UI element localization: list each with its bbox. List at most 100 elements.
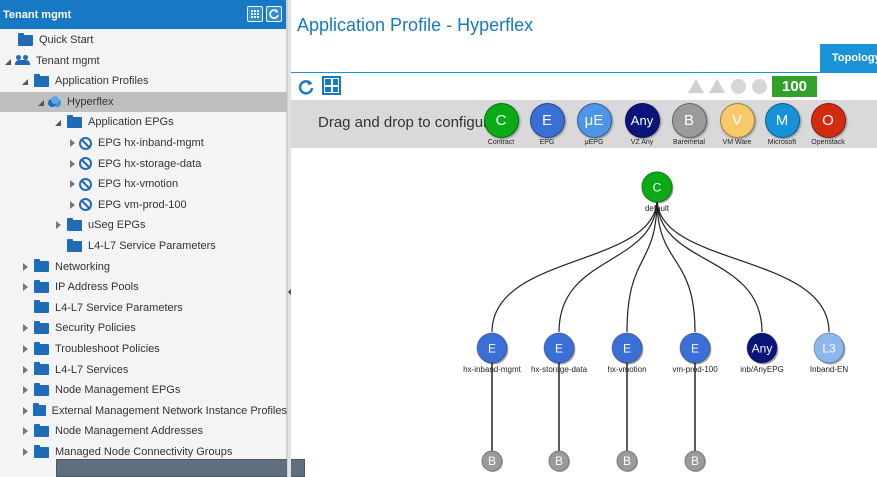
tree-item-ip-address-pools[interactable]: IP Address Pools — [0, 277, 287, 297]
tree-item-label: Networking — [55, 260, 111, 273]
tree-item-epg-hx-inband-mgmt[interactable]: EPG hx-inband-mgmt — [0, 133, 287, 153]
tree-item-security-policies[interactable]: Security Policies — [0, 318, 287, 338]
tree-item-epg-hx-vmotion[interactable]: EPG hx-vmotion — [0, 174, 287, 194]
tree-item-label: Managed Node Connectivity Groups — [55, 446, 233, 458]
collapsed-arrow-icon[interactable] — [20, 365, 30, 375]
sidebar-refresh-button[interactable] — [266, 6, 282, 22]
collapsed-arrow-icon[interactable] — [20, 426, 30, 436]
tree-item-hyperflex[interactable]: Hyperflex — [0, 91, 287, 112]
sidebar-options-button[interactable] — [247, 6, 263, 22]
baremetal-circle — [684, 450, 706, 472]
collapsed-arrow-icon[interactable] — [67, 200, 77, 210]
collapsed-arrow-icon[interactable] — [67, 159, 77, 169]
collapsed-arrow-icon[interactable] — [53, 220, 63, 230]
critical-fault-icon[interactable] — [688, 79, 704, 93]
tree-item-networking[interactable]: Networking — [0, 257, 287, 277]
refresh-button[interactable] — [297, 78, 315, 96]
tree-item-l4-l7-service-parameters[interactable]: L4-L7 Service Parameters — [0, 236, 287, 256]
tree-item-label: IP Address Pools — [55, 281, 139, 294]
folder-icon — [34, 423, 49, 437]
baremetal-letter: B — [623, 454, 631, 468]
tree-item-troubleshoot-policies[interactable]: Troubleshoot Policies — [0, 339, 287, 359]
collapsed-arrow-icon[interactable] — [20, 385, 30, 395]
baremetal-letter: B — [691, 454, 699, 468]
tree-item-tenant-mgmt[interactable]: Tenant mgmt — [0, 51, 287, 71]
epg-node-hx-inband-mgmt[interactable]: Ehx-inband-mgmt — [463, 332, 522, 374]
tree-item-epg-hx-storage-data[interactable]: EPG hx-storage-data — [0, 154, 287, 174]
folder-icon — [34, 259, 49, 273]
epg-letter: Any — [752, 342, 773, 356]
palette-label: Baremetal — [673, 139, 705, 146]
tree-item-external-management-network-instance-profiles[interactable]: External Management Network Instance Pro… — [0, 401, 287, 421]
palette-icon: V — [719, 103, 755, 138]
baremetal-node-vm-prod-100[interactable]: B — [684, 450, 706, 472]
collapsed-arrow-icon[interactable] — [67, 179, 77, 189]
folder-icon — [34, 382, 49, 396]
tree-item-application-epgs[interactable]: Application EPGs — [0, 112, 287, 132]
expanded-arrow-icon[interactable] — [36, 97, 46, 107]
collapsed-arrow-icon[interactable] — [20, 262, 30, 272]
tree-item-l4-l7-services[interactable]: L4-L7 Services — [0, 360, 287, 380]
expanded-arrow-icon[interactable] — [53, 117, 63, 127]
palette-label: Microsoft — [767, 139, 797, 146]
expanded-arrow-icon[interactable] — [20, 76, 30, 86]
tree-item-l4-l7-service-parameters[interactable]: L4-L7 Service Parameters — [0, 298, 287, 318]
epg-icon — [79, 177, 92, 191]
epg-node-hx-vmotion[interactable]: Ehx-vmotion — [607, 332, 647, 374]
sidebar-title: Tenant mgmt — [3, 8, 72, 21]
epg-label: hx-storage-data — [531, 365, 588, 374]
folder-icon — [67, 238, 82, 252]
collapsed-arrow-icon[interactable] — [20, 406, 29, 416]
baremetal-circle — [548, 450, 570, 472]
collapsed-arrow-icon[interactable] — [20, 323, 30, 333]
collapsed-arrow-icon[interactable] — [67, 138, 77, 148]
tenant-icon — [15, 55, 31, 66]
baremetal-node-hx-storage-data[interactable]: B — [548, 450, 570, 472]
tree-item-application-profiles[interactable]: Application Profiles — [0, 71, 287, 91]
folder-icon — [67, 217, 82, 231]
warning-fault-icon[interactable] — [752, 79, 767, 94]
tree-item-quick-start[interactable]: Quick Start — [0, 30, 287, 50]
tree-item-managed-node-connectivity-groups[interactable]: Managed Node Connectivity Groups — [0, 442, 287, 462]
app-profile-icon — [48, 95, 62, 108]
tree-item-label: EPG hx-storage-data — [98, 157, 202, 170]
minor-fault-icon[interactable] — [731, 79, 746, 94]
layout-button[interactable] — [322, 76, 341, 95]
bottom-panel-tab[interactable] — [56, 459, 305, 477]
epg-label: Inband-EN — [810, 365, 848, 374]
sidebar-splitter[interactable] — [287, 0, 291, 477]
expanded-arrow-icon[interactable] — [3, 56, 13, 66]
epg-letter: L3 — [822, 342, 836, 356]
epg-letter: E — [555, 342, 563, 356]
collapse-arrow-icon[interactable] — [288, 289, 291, 295]
palette-label: Openstack — [811, 139, 845, 146]
tab-topology[interactable]: Topology — [820, 44, 877, 72]
collapsed-arrow-icon[interactable] — [20, 447, 30, 457]
tree-item-node-management-addresses[interactable]: Node Management Addresses — [0, 421, 287, 441]
collapsed-arrow-icon[interactable] — [20, 282, 30, 292]
tree-item-epg-vm-prod-100[interactable]: EPG vm-prod-100 — [0, 195, 287, 215]
epg-label: hx-vmotion — [607, 365, 646, 374]
tree-item-node-management-epgs[interactable]: Node Management EPGs — [0, 380, 287, 400]
epg-node-vm-prod-100[interactable]: Evm-prod-100 — [672, 332, 718, 374]
topology-graph[interactable]: CdefaultEhx-inband-mgmtEhx-storage-dataE… — [291, 150, 877, 477]
collapsed-arrow-icon[interactable] — [20, 344, 30, 354]
baremetal-node-hx-inband-mgmt[interactable]: B — [481, 450, 503, 472]
tree-item-useg-epgs[interactable]: uSeg EPGs — [0, 215, 287, 235]
tree-item-label: EPG hx-inband-mgmt — [98, 137, 204, 149]
epg-node-hx-storage-data[interactable]: Ehx-storage-data — [531, 332, 588, 374]
major-fault-icon[interactable] — [709, 79, 725, 93]
baremetal-node-hx-vmotion[interactable]: B — [616, 450, 638, 472]
